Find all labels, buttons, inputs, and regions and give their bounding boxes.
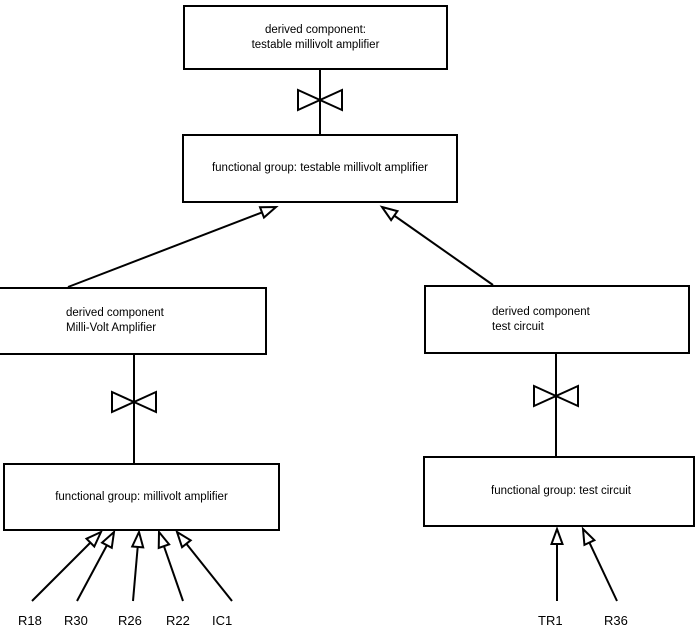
arrow-r22-to-fg-mvamp	[157, 529, 184, 602]
arrowhead-icon	[581, 526, 597, 547]
arrowhead-icon	[130, 529, 145, 549]
arrow-ic1-to-fg-mvamp	[175, 529, 233, 602]
arrowhead-icon	[258, 205, 279, 220]
bowtie-right-triangle-icon	[317, 88, 343, 112]
node-label: functional group: testable millivolt amp…	[211, 162, 429, 174]
leaf-r22: R22	[166, 613, 190, 628]
bowtie-right-triangle-icon	[553, 384, 579, 408]
leaf-r26: R26	[118, 613, 142, 628]
arrow-mvamp-to-fg-testable	[67, 205, 279, 288]
node-label: functional group: millivolt amplifier	[55, 490, 228, 503]
link-dc-fg-testable	[297, 70, 343, 134]
bowtie-left-triangle-icon	[533, 384, 559, 408]
node-label: functional group: test circuit	[491, 485, 631, 497]
arrow-r18-to-fg-mvamp	[31, 529, 104, 602]
arrow-shaft	[67, 211, 263, 288]
arrowhead-icon	[550, 526, 564, 545]
leaf-r30: R30	[64, 613, 88, 628]
node-fg-millivolt-amplifier[interactable]: functional group: millivolt amplifier	[3, 463, 280, 531]
node-label: derived component: testable millivolt am…	[251, 23, 380, 51]
bowtie-left-triangle-icon	[111, 390, 137, 414]
arrowhead-icon	[100, 529, 116, 550]
link-dc-fg-millivolt	[111, 355, 157, 463]
arrow-shaft	[162, 545, 184, 602]
arrow-shaft	[393, 214, 494, 286]
arrow-shaft	[588, 542, 618, 602]
leaf-tr1: TR1	[538, 613, 563, 628]
leaf-ic1: IC1	[212, 613, 233, 628]
bowtie-right-triangle-icon	[131, 390, 157, 414]
node-dc-milli-volt-amplifier[interactable]: derived component Milli-Volt Amplifier	[0, 287, 267, 355]
arrow-testcircuit-to-fg-testable	[379, 205, 494, 286]
arrowhead-icon	[379, 205, 400, 222]
arrow-tr1-to-fg-testcircuit	[550, 526, 564, 601]
node-fg-testable-mv-amp[interactable]: functional group: testable millivolt amp…	[182, 134, 458, 203]
link-dc-fg-test-circuit	[533, 354, 579, 456]
arrow-r26-to-fg-mvamp	[130, 529, 145, 602]
arrow-shaft	[76, 544, 108, 602]
aggregation-links	[111, 70, 579, 463]
node-fg-test-circuit[interactable]: functional group: test circuit	[423, 456, 695, 527]
arrow-r36-to-fg-testcircuit	[581, 526, 618, 602]
leaf-r18: R18	[18, 613, 42, 628]
bowtie-left-triangle-icon	[297, 88, 323, 112]
node-dc-test-circuit[interactable]: derived component test circuit	[424, 285, 690, 354]
leaf-r36: R36	[604, 613, 628, 628]
node-label: derived component test circuit	[492, 305, 590, 333]
arrowhead-icon	[175, 529, 193, 549]
node-label: derived component Milli-Volt Amplifier	[66, 307, 164, 334]
arrow-shaft	[31, 541, 92, 602]
arrow-shaft	[132, 546, 139, 602]
arrowhead-icon	[84, 529, 104, 549]
arrow-shaft	[185, 543, 233, 602]
arrow-r30-to-fg-mvamp	[76, 529, 116, 602]
node-dc-testable-mv-amp[interactable]: derived component: testable millivolt am…	[183, 5, 448, 70]
generalization-arrows	[31, 205, 618, 602]
arrowhead-icon	[157, 529, 171, 550]
